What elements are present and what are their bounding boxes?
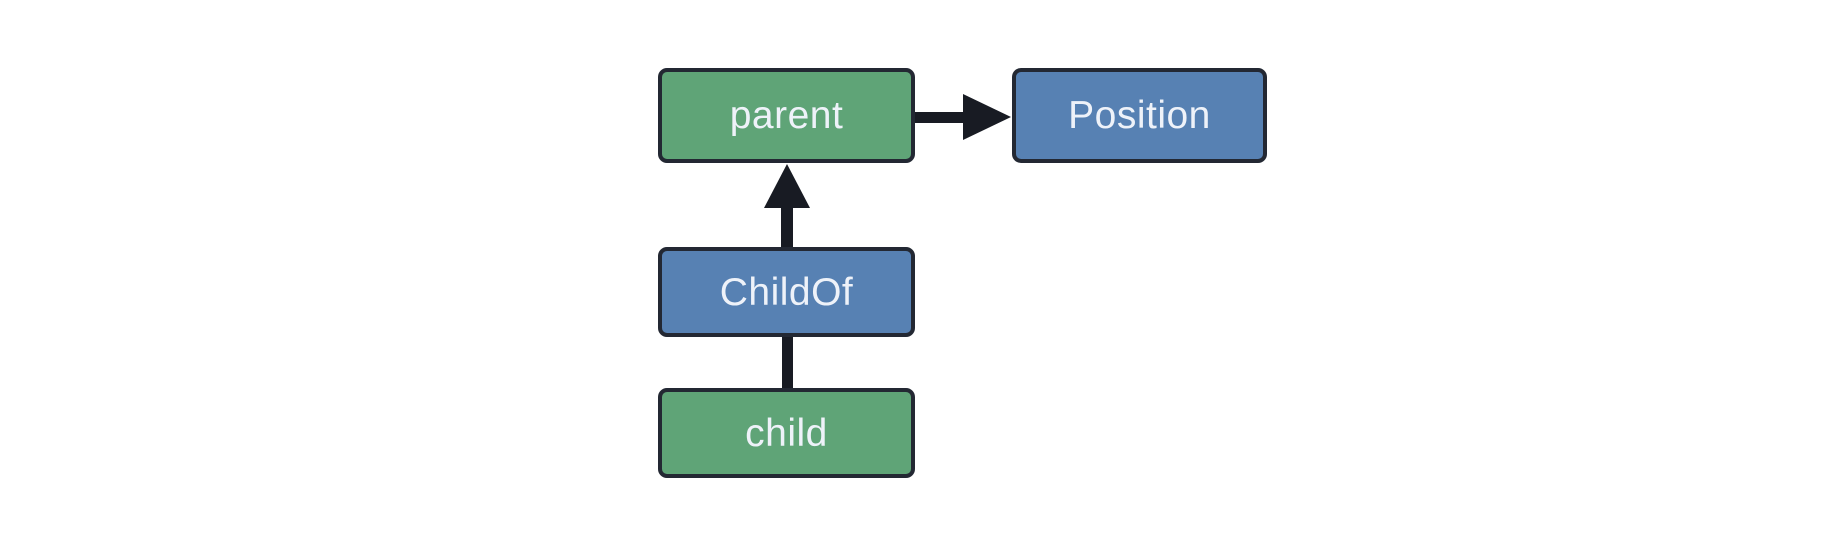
node-parent: parent	[658, 68, 915, 163]
edge-childof-to-parent	[764, 164, 810, 249]
node-childof: ChildOf	[658, 247, 915, 337]
node-child-label: child	[745, 411, 828, 455]
node-child: child	[658, 388, 915, 478]
node-childof-label: ChildOf	[719, 270, 854, 314]
edge-parent-to-position	[913, 94, 1011, 140]
node-position-label: Position	[1068, 94, 1211, 137]
node-parent-label: parent	[729, 94, 844, 137]
edge-child-to-childof	[782, 335, 793, 390]
node-position: Position	[1012, 68, 1267, 163]
